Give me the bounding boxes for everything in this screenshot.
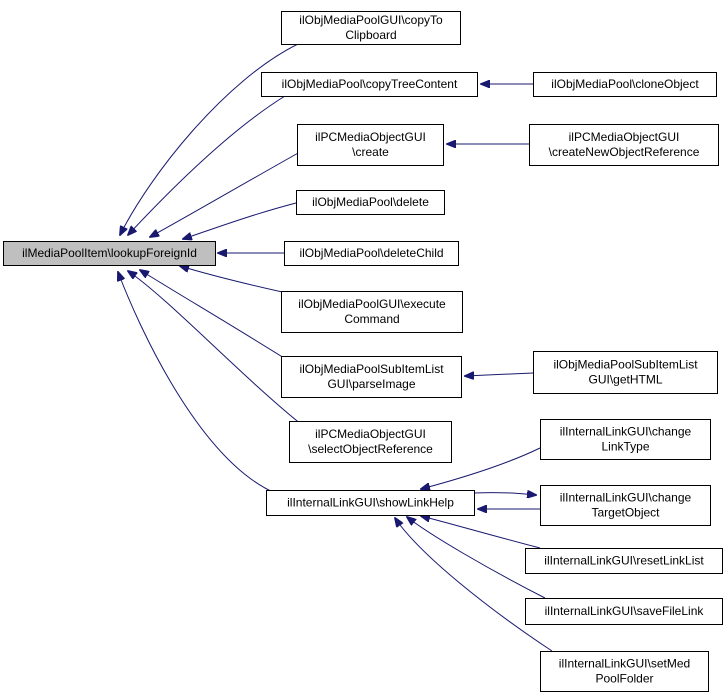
edge-savefile-to-showhelp [407, 517, 546, 599]
node-box-clone [533, 72, 717, 97]
node-box-chgtarget [540, 485, 711, 526]
node-delete[interactable]: ilObjMediaPool\delete [296, 190, 445, 215]
node-label-delete-line-1: ilObjMediaPool\delete [312, 195, 429, 209]
node-box-delete [296, 190, 445, 215]
node-pcnewref[interactable]: ilPCMediaObjectGUI\createNewObjectRefere… [529, 124, 719, 166]
node-label-chglink-line-1: ilInternalLinkGUI\change [560, 425, 692, 439]
edge-selref-to-lookup [128, 271, 303, 426]
node-label-reset-line-1: ilInternalLinkGUI\resetLinkList [544, 554, 704, 568]
edge-chglink-to-showhelp [421, 447, 541, 489]
node-copytree[interactable]: ilObjMediaPool\copyTreeContent [261, 72, 478, 97]
node-label-execute-line-1: ilObjMediaPoolGUI\execute [298, 297, 446, 311]
node-box-chglink [540, 419, 711, 460]
node-box-copyclip [281, 11, 461, 45]
node-label-chgtarget-line-1: ilInternalLinkGUI\change [560, 491, 692, 505]
node-savefile[interactable]: ilInternalLinkGUI\saveFileLink [525, 598, 723, 625]
nodes-layer: ilMediaPoolItem\lookupForeignId ilObjMedi… [3, 11, 723, 692]
node-box-pcnewref [529, 124, 719, 166]
node-selref[interactable]: ilPCMediaObjectGUI\selectObjectReference [289, 421, 452, 463]
node-label-selref-line-2: \selectObjectReference [308, 442, 433, 456]
edge-pccreate-to-lookup [150, 151, 301, 237]
node-label-showhelp-line-1: ilInternalLinkGUI\showLinkHelp [287, 496, 454, 510]
edge-delete-to-lookup [183, 202, 297, 239]
node-label-copytree-line-1: ilObjMediaPool\copyTreeContent [282, 77, 458, 91]
node-label-parse-line-2: GUI\parseImage [327, 377, 415, 391]
node-box-pccreate [297, 124, 444, 166]
edge-parse-to-lookup [140, 270, 301, 369]
node-box-gethtml [533, 351, 718, 394]
edge-showhelp-to-chgtarget [473, 493, 536, 495]
node-box-parse [281, 356, 462, 398]
node-box-savefile [525, 598, 723, 625]
node-label-selref-line-1: ilPCMediaObjectGUI [315, 427, 426, 441]
node-label-lookup-line-1: ilMediaPoolItem\lookupForeignId [22, 246, 197, 260]
node-box-delchild [284, 241, 459, 266]
node-box-selref [289, 421, 452, 463]
edge-copyclip-to-lookup [120, 43, 299, 235]
node-reset[interactable]: ilInternalLinkGUI\resetLinkList [525, 548, 723, 574]
edge-execute-to-lookup [180, 266, 297, 296]
node-box-execute [281, 291, 463, 333]
node-box-setmed [540, 651, 709, 692]
node-lookup[interactable]: ilMediaPoolItem\lookupForeignId [3, 241, 216, 266]
node-label-chglink-line-2: LinkType [601, 440, 649, 454]
node-pccreate[interactable]: ilPCMediaObjectGUI\create [297, 124, 444, 166]
node-showhelp[interactable]: ilInternalLinkGUI\showLinkHelp [266, 490, 475, 516]
node-delchild[interactable]: ilObjMediaPool\deleteChild [284, 241, 459, 266]
edge-showhelp-to-lookup [118, 272, 276, 494]
node-label-copyclip-line-2: Clipboard [345, 28, 396, 42]
node-label-pcnewref-line-2: \createNewObjectReference [549, 145, 700, 159]
edge-copytree-to-lookup [128, 95, 286, 235]
edge-reset-to-showhelp [421, 516, 541, 549]
node-clone[interactable]: ilObjMediaPool\cloneObject [533, 72, 717, 97]
node-label-delchild-line-1: ilObjMediaPool\deleteChild [299, 246, 443, 260]
node-label-chgtarget-line-2: TargetObject [591, 506, 660, 520]
node-box-copytree [261, 72, 478, 97]
node-label-parse-line-1: ilObjMediaPoolSubItemList [299, 362, 444, 376]
edge-setmed-to-showhelp [395, 518, 553, 652]
node-label-clone-line-1: ilObjMediaPool\cloneObject [551, 77, 699, 91]
node-label-pccreate-line-2: \create [352, 145, 389, 159]
node-label-copyclip-line-1: ilObjMediaPoolGUI\copyTo [299, 13, 443, 27]
node-label-gethtml-line-2: GUI\getHTML [588, 373, 662, 387]
node-label-gethtml-line-1: ilObjMediaPoolSubItemList [553, 358, 698, 372]
node-label-setmed-line-1: ilInternalLinkGUI\setMed [559, 657, 690, 671]
node-label-pcnewref-line-1: ilPCMediaObjectGUI [569, 130, 680, 144]
node-label-execute-line-2: Command [344, 312, 399, 326]
node-label-pccreate-line-1: ilPCMediaObjectGUI [315, 130, 426, 144]
node-label-savefile-line-1: ilInternalLinkGUI\saveFileLink [545, 604, 705, 618]
node-box-lookup [3, 241, 216, 266]
node-box-reset [525, 548, 723, 574]
node-box-showhelp [266, 490, 475, 516]
edge-gethtml-to-parse [465, 373, 534, 376]
node-label-setmed-line-2: PoolFolder [595, 672, 653, 686]
